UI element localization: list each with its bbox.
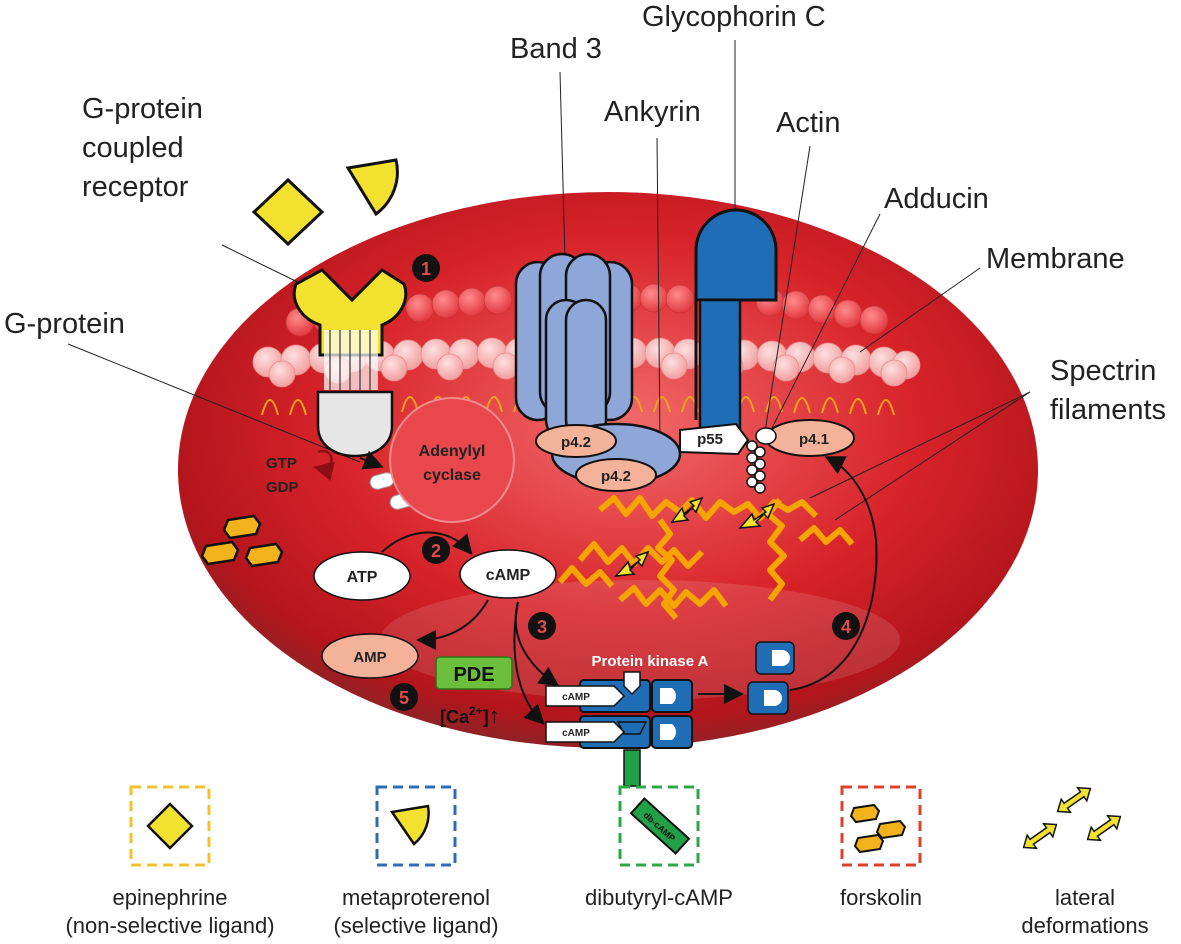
adducin-label: Adducin: [884, 183, 989, 215]
p42-upper: p4.2: [535, 424, 617, 458]
adenylyl-cyclase-line2: cyclase: [423, 467, 481, 484]
calcium-increase-label: [Ca2+]↑: [440, 703, 500, 728]
adenylyl-cyclase-line1: Adenylyl: [419, 443, 486, 460]
legend-metaproterenol-box: [375, 785, 457, 867]
gpcr-receptor: [292, 268, 408, 390]
svg-text:5: 5: [399, 688, 409, 708]
pathway-arrows: [381, 456, 878, 725]
forskolin-molecules: [200, 514, 284, 568]
actin-filament: [746, 440, 766, 494]
glycophorin-c: [694, 208, 778, 430]
membrane-label: Membrane: [986, 243, 1125, 275]
svg-text:p4.1: p4.1: [799, 431, 829, 448]
forskolin-icon: [849, 803, 907, 854]
svg-text:3: 3: [537, 617, 547, 637]
gtp-label: GTP: [266, 455, 297, 472]
band3-protein: [514, 252, 634, 442]
db-camp-stub: [623, 749, 641, 787]
legend-dibutyryl-camp-caption: dibutyryl-cAMP: [585, 885, 733, 910]
g-protein: [316, 390, 394, 458]
gtp-gdp-exchange-arrow: [313, 449, 335, 481]
ankyrin-label: Ankyrin: [604, 96, 701, 128]
p42-lower: p4.2: [575, 458, 657, 492]
svg-text:AMP: AMP: [353, 649, 386, 666]
camp-tag-upper: cAMP: [545, 685, 626, 707]
svg-text:ATP: ATP: [347, 569, 378, 586]
svg-text:cAMP: cAMP: [562, 728, 590, 739]
actin-label: Actin: [776, 107, 841, 139]
label-leader-lines: [67, 40, 1031, 521]
p55: p55: [679, 422, 750, 456]
legend-forskolin-box: [840, 785, 922, 867]
spectrin-filaments-label: Spectrin filaments: [1050, 355, 1167, 426]
svg-text:cAMP: cAMP: [486, 567, 531, 584]
adenylyl-cyclase: Adenylyl cyclase: [389, 397, 515, 523]
epinephrine-icon: [146, 802, 194, 850]
svg-text:2: 2: [431, 541, 441, 561]
step-marker-5: 5: [390, 683, 418, 711]
legend-epinephrine-caption: epinephrine(non-selective ligand): [65, 885, 275, 938]
svg-text:cAMP: cAMP: [562, 692, 590, 703]
svg-text:PDE: PDE: [453, 664, 494, 686]
svg-text:p4.2: p4.2: [601, 468, 631, 485]
camp-tag-lower: cAMP: [545, 721, 626, 743]
camp-node: cAMP: [459, 549, 557, 599]
atp-node: ATP: [313, 551, 411, 601]
pka-catalytic-subunits: [747, 641, 795, 715]
band3-label: Band 3: [510, 33, 602, 65]
svg-text:p55: p55: [697, 431, 723, 448]
pde-enzyme: PDE: [435, 656, 513, 690]
step-marker-3: 3: [528, 612, 556, 640]
epinephrine-ligand: [251, 177, 325, 247]
spectrin-deformation-arrows: [614, 496, 776, 577]
svg-text:4: 4: [841, 617, 851, 637]
amp-node: AMP: [321, 633, 419, 679]
step-marker-1: 1: [412, 254, 440, 282]
adducin: [755, 427, 777, 445]
svg-text:1: 1: [421, 259, 431, 279]
legend-epinephrine-box: [129, 785, 211, 867]
p41: p4.1: [765, 419, 855, 457]
metaproterenol-icon: [389, 804, 430, 846]
step-marker-2: 2: [422, 536, 450, 564]
lateral-deformation-icon: [1022, 786, 1122, 850]
g-protein-label: G-protein: [4, 308, 125, 340]
legend-metaproterenol-caption: metaproterenol(selective ligand): [333, 885, 499, 938]
legend-dibutyryl-camp-box: db-cAMP: [618, 785, 700, 867]
glycophorin-c-label: Glycophorin C: [642, 1, 826, 33]
legend-forskolin-caption: forskolin: [840, 885, 922, 910]
gpcr-label: G-protein coupled receptor: [82, 93, 203, 203]
gdp-label: GDP: [266, 479, 299, 496]
pka-label: Protein kinase A: [592, 653, 709, 670]
svg-text:p4.2: p4.2: [561, 434, 591, 451]
metaproterenol-ligand: [345, 158, 399, 217]
step-marker-4: 4: [832, 612, 860, 640]
